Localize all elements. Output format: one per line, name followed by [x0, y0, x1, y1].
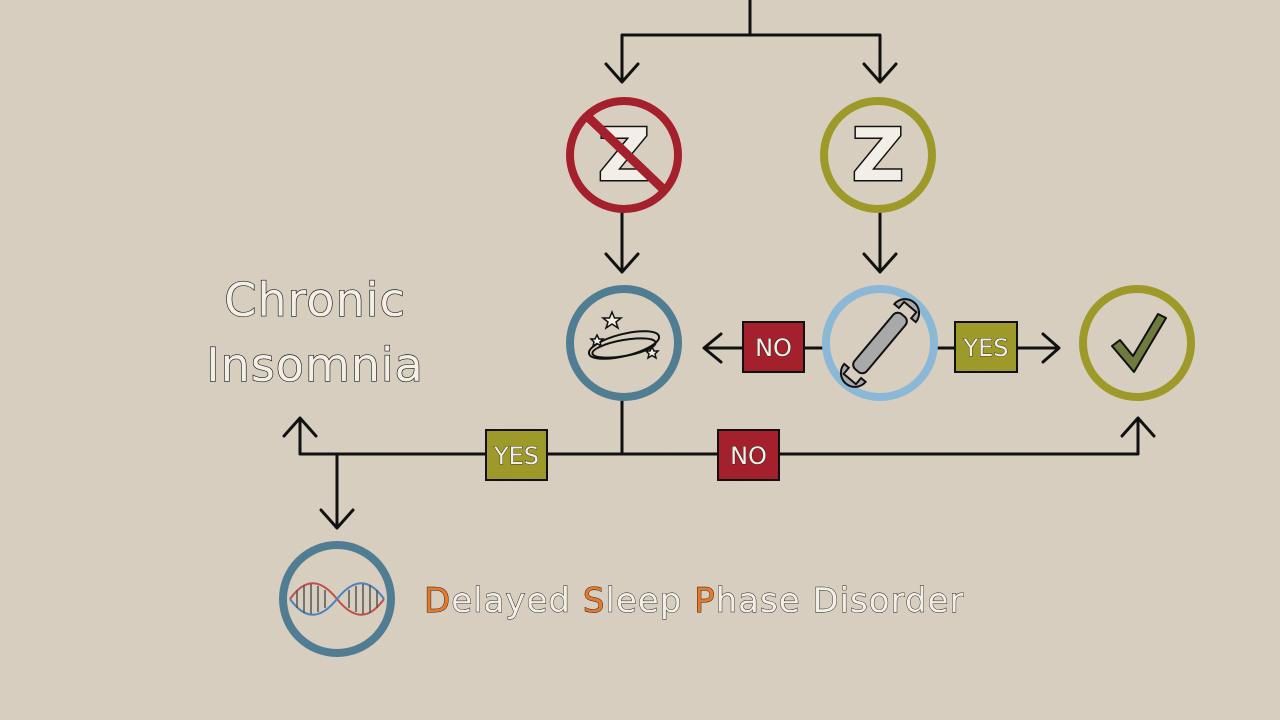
yes-label-bottom: YES: [493, 442, 539, 470]
dsp-s-rest: leep: [605, 581, 694, 621]
insomnia-text: Insomnia: [206, 338, 424, 392]
top-branch-line: [620, 33, 882, 82]
yes-box-bottom: YES: [485, 429, 548, 481]
dsp-label: Delayed Sleep Phase Disorder: [424, 581, 964, 621]
dizzy-stars-icon: [566, 285, 682, 401]
arrow-up-insomnia: [282, 416, 318, 438]
yes-label-mid: YES: [962, 334, 1008, 362]
arrow-down-left-top: [604, 62, 640, 84]
dsp-p-initial: P: [694, 581, 716, 621]
yes-box-mid: YES: [954, 321, 1018, 373]
wrench-icon: [822, 285, 938, 401]
chronic-text: Chronic: [224, 273, 406, 327]
z-icon: Z: [820, 97, 936, 213]
dna-icon: [279, 541, 395, 657]
no-box-mid: NO: [742, 321, 805, 373]
arrow-down-right-top: [862, 62, 898, 84]
no-box-bottom: NO: [717, 429, 780, 481]
dsp-s-initial: S: [583, 581, 606, 621]
arrow-down-dna: [319, 508, 355, 530]
dsp-d-rest: elayed: [451, 581, 583, 621]
dsp-p-rest: hase Disorder: [716, 581, 965, 621]
no-label-mid: NO: [755, 334, 792, 362]
chronic-insomnia-label: Chronic Insomnia: [205, 272, 424, 392]
arrow-up-check: [1120, 416, 1156, 438]
arrow-down-sleep: [862, 252, 898, 274]
dsp-d-initial: D: [424, 581, 451, 621]
arrow-down-no-sleep: [604, 252, 640, 274]
checkmark-icon: [1079, 285, 1195, 401]
arrow-left-mid: [702, 332, 723, 364]
z-letter-sleep: Z: [852, 113, 904, 197]
arrow-right-mid: [1041, 332, 1061, 364]
z-crossed-icon: Z: [566, 97, 682, 213]
no-label-bottom: NO: [730, 442, 767, 470]
